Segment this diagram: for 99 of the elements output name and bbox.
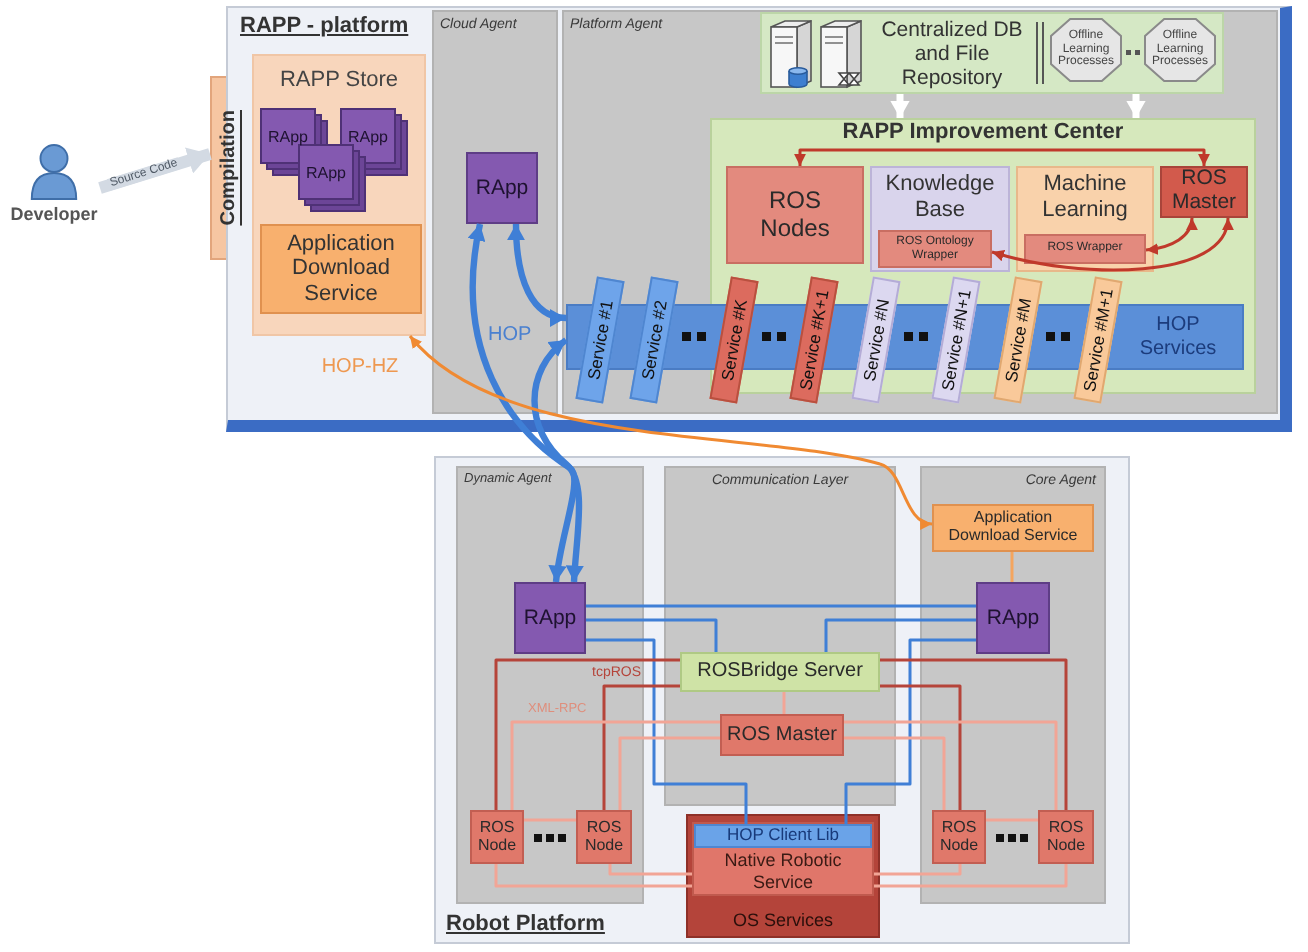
app-box [466, 152, 538, 224]
process-box [1160, 166, 1248, 218]
service-label: Service #K+1 [795, 288, 833, 392]
node-label: ROS Node [475, 819, 519, 855]
connector-line [844, 720, 1058, 810]
process-box [1038, 810, 1094, 864]
module-box [1016, 166, 1154, 272]
arrow [408, 334, 933, 528]
process-octagon [1050, 18, 1122, 82]
os-box [686, 814, 880, 938]
connector-line [608, 864, 692, 876]
connector-line [844, 736, 946, 810]
arrow [890, 94, 910, 118]
connector-line [510, 720, 720, 810]
arrow [1126, 94, 1146, 118]
connector-line [986, 818, 1038, 822]
service-label: Service #M [1000, 296, 1036, 384]
app-label: RApp [986, 606, 1040, 630]
arrow [468, 223, 578, 583]
os-label: OS Services [732, 910, 833, 930]
arrow [794, 148, 1210, 166]
process-box [680, 652, 880, 692]
panel-title: RAPP Improvement Center [842, 120, 1124, 144]
connector-line [880, 658, 1068, 810]
connector-line [880, 684, 962, 810]
protocol-label: HOP [488, 326, 532, 346]
person-label: Developer [10, 204, 98, 224]
arrow [507, 223, 567, 326]
node-label: HOP Client Lib [726, 826, 840, 846]
process-box [576, 810, 632, 864]
panel-title: RAPP - platform [240, 14, 409, 40]
connector-line [586, 618, 718, 652]
tab-label: Compilation [218, 110, 240, 226]
app-label: RApp [347, 127, 388, 145]
connector-line [874, 864, 962, 876]
service-label: Service #M+1 [1079, 286, 1117, 394]
service-box [692, 822, 874, 896]
agent-column [456, 466, 644, 904]
process-box [260, 224, 422, 314]
app-label: RApp [523, 606, 577, 630]
node-label: Application Download Service [285, 232, 397, 306]
band-label: HOP Services [1137, 314, 1219, 360]
process-box [878, 230, 992, 268]
edge-label: HOP-HZ [319, 358, 401, 378]
connector-line [494, 864, 692, 888]
panel-label: Centralized DB and File Repository [879, 17, 1025, 89]
connector-line [874, 864, 1068, 888]
connector-line [844, 638, 976, 824]
process-box [1024, 234, 1146, 264]
service-label: Service #K [717, 297, 751, 383]
store-panel [252, 54, 426, 336]
node-label: ROS Master [726, 723, 837, 747]
agent-column [664, 466, 896, 806]
connector-line [1010, 552, 1014, 582]
node-label: Native Robotic Service [722, 850, 844, 892]
node-label: ROS Nodes [758, 188, 832, 242]
connector-line [586, 604, 976, 608]
module-label: Machine Learning [1040, 172, 1130, 222]
process-box [694, 824, 872, 848]
connector-line [824, 618, 976, 652]
panel-title: Robot Platform [446, 912, 605, 938]
process-box [932, 810, 986, 864]
service-label: Service #2 [637, 298, 671, 382]
process-octagon [1144, 18, 1216, 82]
process-box [470, 810, 524, 864]
service-label: Service #N [858, 297, 894, 383]
app-box [514, 582, 586, 654]
connector-line [602, 684, 680, 810]
agent-column [432, 10, 558, 414]
module-label: Knowledge Base [883, 172, 997, 222]
platform-panel [434, 456, 1130, 944]
node-label: ROS Node [937, 819, 981, 855]
node-label: ROS Node [582, 819, 626, 855]
connector-line [524, 818, 576, 822]
arrow [991, 217, 1232, 272]
app-label: RApp [305, 163, 346, 181]
arrow [1145, 217, 1197, 255]
connector-line [618, 736, 720, 810]
service-label: Service #N+1 [937, 287, 975, 393]
arrow [531, 337, 585, 583]
connector-line [586, 638, 748, 824]
process-box [720, 714, 844, 756]
app-label: RApp [267, 127, 308, 145]
connector-line [782, 692, 786, 714]
node-label: ROSBridge Server [697, 660, 863, 684]
module-box [870, 166, 1010, 272]
node-label: ROS Node [1044, 819, 1088, 855]
process-box [726, 166, 864, 264]
process-box [932, 504, 1094, 552]
agent-column [562, 10, 1278, 414]
panel-title: RAPP Store [279, 68, 399, 92]
agent-column [920, 466, 1106, 904]
app-box [976, 582, 1050, 654]
service-label: Service #1 [583, 298, 617, 382]
connector-line [494, 658, 680, 810]
node-label: ROS Master [1169, 168, 1239, 216]
app-label: RApp [475, 176, 529, 200]
node-label: Application Download Service [946, 510, 1080, 546]
app-stack [298, 144, 366, 212]
